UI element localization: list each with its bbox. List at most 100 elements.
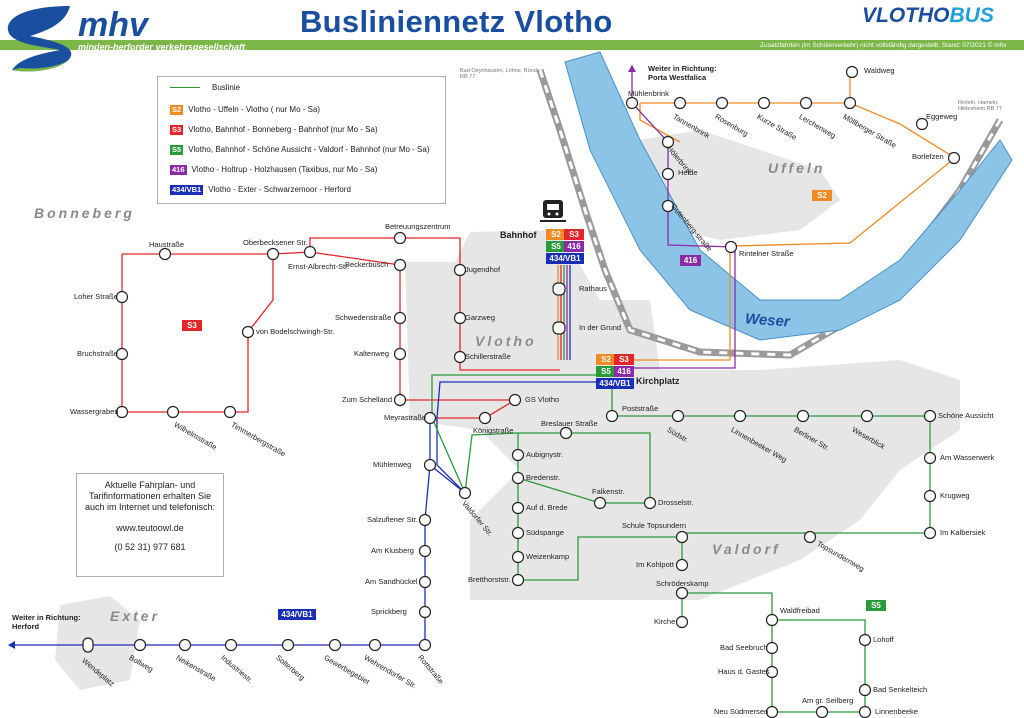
stop-haustr[interactable] [158,247,172,261]
stop-label-suedmersen: Neu Südmersen [714,707,769,716]
stop-schillerstr[interactable] [453,350,467,364]
stop-rottstr[interactable] [418,638,432,652]
stop-drossel[interactable] [643,496,657,510]
stop-muehlenbrink[interactable] [625,96,639,110]
stop-label-borlefzen: Borlefzen [912,152,944,161]
bahnhof-badge-416: 416 [564,241,584,252]
stop-suedspange[interactable] [511,526,525,540]
stop-bollweg[interactable] [133,638,147,652]
stop-breslauer[interactable] [559,426,573,440]
stop-wilhelm[interactable] [166,405,180,419]
legend-badge: 434/VB1 [170,185,204,195]
stop-bruch[interactable] [115,347,129,361]
stop-muehlenweg[interactable] [423,458,437,472]
stop-klusberg[interactable] [418,544,432,558]
stop-waldfreibad[interactable] [765,613,779,627]
stop-label-schillerstr: Schillerstraße [465,352,511,361]
stop-weizen[interactable] [511,550,525,564]
stop-oberbeck[interactable] [266,247,280,261]
stop-meyra[interactable] [423,411,437,425]
stop-aufdbrede[interactable] [511,501,525,515]
stop-valdorfer[interactable] [458,486,472,500]
stop-kurze[interactable] [757,96,771,110]
stop-sandhueckel[interactable] [418,575,432,589]
stop-suedstr[interactable] [671,409,685,423]
station-bahnhof[interactable]: Bahnhof [500,230,537,240]
stop-wasser[interactable] [115,405,129,419]
stop-industrie[interactable] [224,638,238,652]
stop-schelland[interactable] [393,393,407,407]
stop-falken[interactable] [593,496,607,510]
stop-kohlpott[interactable] [675,558,689,572]
train-station-icon [540,200,566,222]
stop-solterberg[interactable] [281,638,295,652]
stop-label-aufdbrede: Auf d. Brede [526,503,568,512]
stop-neikenstr[interactable] [178,638,192,652]
stop-kirche[interactable] [675,615,689,629]
stop-berliner[interactable] [796,409,810,423]
river-label: Weser [744,310,791,331]
stop-salzuflener[interactable] [418,513,432,527]
stop-jugendhof[interactable] [453,263,467,277]
stop-bodel[interactable] [241,325,255,339]
stop-sprickberg[interactable] [418,605,432,619]
stop-linnenbeeker[interactable] [733,409,747,423]
route-badge-416: 416 [680,255,701,266]
stop-label-kaltenweg: Kaltenweg [354,349,390,358]
stop-wendeplatz[interactable] [82,637,94,653]
stop-schroeders[interactable] [675,586,689,600]
stop-brettholz[interactable] [511,573,525,587]
info-phone[interactable]: (0 52 31) 977 681 [114,542,186,552]
stop-rathaus[interactable] [552,282,566,296]
stop-topsundern[interactable] [675,530,689,544]
legend-badge: S5 [170,145,184,155]
stop-betreuung[interactable] [393,231,407,245]
stop-hoelerbrink[interactable] [661,135,675,149]
built-up-areas [55,130,960,690]
stop-bredenstr[interactable] [511,471,525,485]
stop-rintelner[interactable] [724,240,738,254]
stop-lerchenweg[interactable] [799,96,813,110]
stop-beckerbusch[interactable] [393,258,407,272]
stop-tannenbrink[interactable] [673,96,687,110]
stop-seilberg[interactable] [815,705,829,718]
stop-label-seilberg: Am gr. Seilberg [802,696,854,705]
stop-ernst[interactable] [303,245,317,259]
bahnhof-badge-s5: S5 [546,241,566,252]
stop-label-schelland: Zum Schelland [342,395,393,404]
stop-timmer[interactable] [223,405,237,419]
stop-weserblick[interactable] [860,409,874,423]
stop-topsundernweg[interactable] [803,530,817,544]
stop-koenig[interactable] [478,411,492,425]
stop-linnenbeeke[interactable] [858,705,872,718]
stop-garzweg[interactable] [453,311,467,325]
stop-waldweg[interactable] [845,65,859,79]
stop-gewerbe[interactable] [328,638,342,652]
stop-senkel[interactable] [858,683,872,697]
stop-gutenberg[interactable] [661,199,675,213]
stop-lohoff[interactable] [858,633,872,647]
stop-wehrendorfer[interactable] [368,638,382,652]
stop-rosenburg[interactable] [715,96,729,110]
station-kirchplatz[interactable]: Kirchplatz [636,376,680,386]
stop-gastes[interactable] [765,665,779,679]
info-website-link[interactable]: www.teutoowl.de [116,523,184,533]
stop-aubigny[interactable] [511,448,525,462]
stop-amwasser[interactable] [923,451,937,465]
stop-heide[interactable] [661,167,675,181]
stop-muehlberger[interactable] [843,96,857,110]
stop-loher[interactable] [115,290,129,304]
stop-kalbersiek[interactable] [923,526,937,540]
stop-ingrund[interactable] [552,321,566,335]
district-uffeln: Uffeln [768,160,826,176]
stop-post[interactable] [605,409,619,423]
stop-seebruch[interactable] [765,641,779,655]
stop-borlefzen[interactable] [947,151,961,165]
stop-kaltenweg[interactable] [393,347,407,361]
stop-gsvlotho[interactable] [508,393,522,407]
stop-krugweg[interactable] [923,489,937,503]
stop-schweden[interactable] [393,311,407,325]
stop-schoene[interactable] [923,409,937,423]
stop-eggeweg[interactable] [915,117,929,131]
